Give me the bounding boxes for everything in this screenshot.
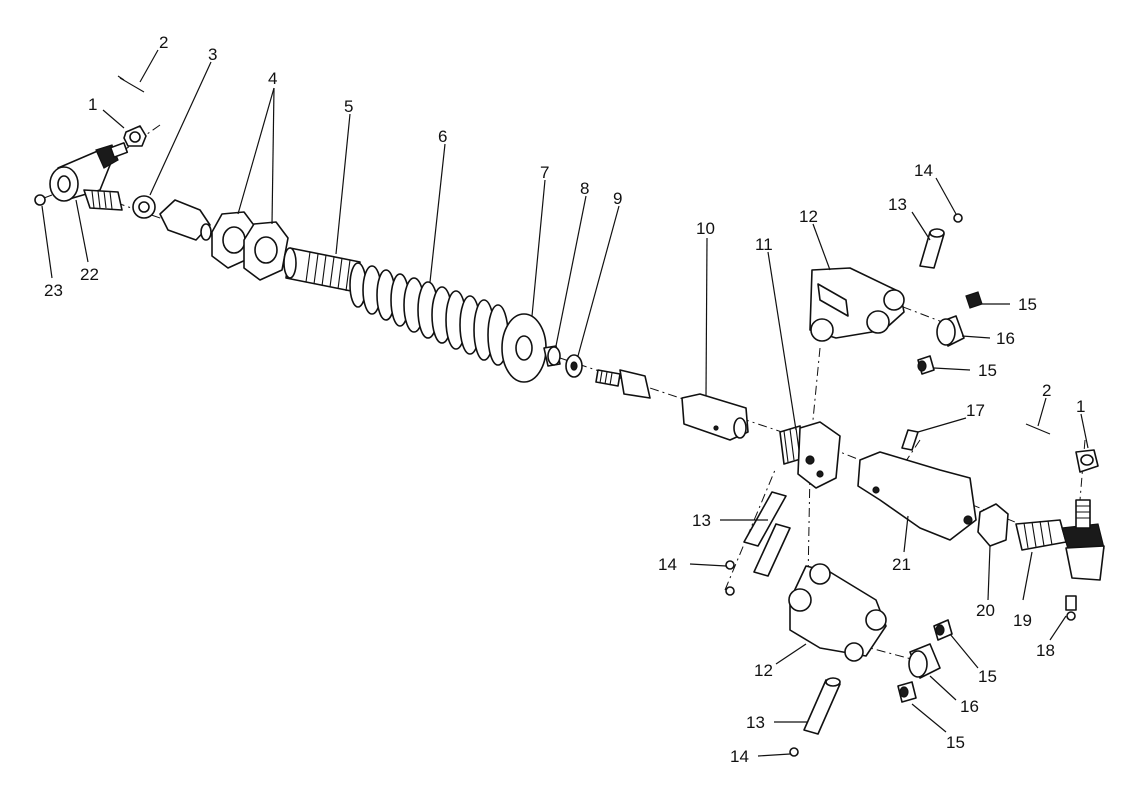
castle-nut-left bbox=[123, 125, 147, 147]
cotter-pin-right bbox=[1025, 423, 1051, 435]
callout-2-left: 2 bbox=[159, 33, 168, 52]
callout-9: 9 bbox=[613, 189, 622, 208]
callout-20: 20 bbox=[976, 601, 995, 620]
callout-13-left: 13 bbox=[692, 511, 711, 530]
small-washer bbox=[565, 354, 583, 378]
callout-16-lower: 16 bbox=[960, 697, 979, 716]
cotter-pin-left bbox=[117, 75, 145, 93]
castle-nut-right bbox=[1075, 449, 1099, 473]
callout-16-upper: 16 bbox=[996, 329, 1015, 348]
callout-7: 7 bbox=[540, 163, 549, 182]
callout-14-left: 14 bbox=[658, 555, 677, 574]
lower-bracket bbox=[788, 563, 887, 662]
adapter-sleeve bbox=[159, 199, 212, 241]
callout-8: 8 bbox=[580, 179, 589, 198]
upper-pin bbox=[919, 228, 945, 269]
stud-adapter bbox=[595, 369, 651, 399]
lower-bushing-small-bottom bbox=[897, 681, 917, 703]
upper-bushing-small-bottom bbox=[917, 355, 935, 375]
callout-4: 4 bbox=[268, 69, 277, 88]
upper-bushing-small-top bbox=[965, 291, 983, 309]
right-jam-nut bbox=[977, 503, 1009, 547]
callout-15-lower-top: 15 bbox=[978, 667, 997, 686]
callout-13-lower: 13 bbox=[746, 713, 765, 732]
lower-left-e-clips bbox=[725, 560, 735, 596]
callout-5: 5 bbox=[344, 97, 353, 116]
tie-rod-connector bbox=[857, 451, 977, 541]
callout-15-upper-bottom: 15 bbox=[978, 361, 997, 380]
inner-shaft bbox=[681, 393, 749, 441]
callout-15-upper-top: 15 bbox=[1018, 295, 1037, 314]
coil-spring bbox=[349, 262, 509, 366]
roll-pin bbox=[901, 429, 919, 451]
callout-13-upper: 13 bbox=[888, 195, 907, 214]
threaded-rod bbox=[283, 247, 361, 293]
callout-6: 6 bbox=[438, 127, 447, 146]
lower-bushing-small-top bbox=[933, 619, 953, 641]
callout-10: 10 bbox=[696, 219, 715, 238]
left-tie-rod-end bbox=[49, 142, 129, 211]
callout-19: 19 bbox=[1013, 611, 1032, 630]
right-tie-rod-end bbox=[1015, 499, 1105, 581]
pivot-block bbox=[779, 421, 841, 489]
grease-fitting-right bbox=[1065, 595, 1077, 621]
lower-bushing-large bbox=[908, 643, 941, 679]
callout-14-upper: 14 bbox=[914, 161, 933, 180]
callout-11: 11 bbox=[755, 235, 773, 254]
hex-nuts bbox=[211, 211, 289, 281]
callout-labels: 1 2 3 4 5 6 7 8 9 10 11 12 13 14 15 16 1… bbox=[44, 33, 1085, 766]
callout-15-lower-bottom: 15 bbox=[946, 733, 965, 752]
bushing bbox=[543, 345, 561, 367]
callout-22: 22 bbox=[80, 265, 99, 284]
callout-1-left: 1 bbox=[88, 95, 97, 114]
lower-e-clip bbox=[789, 747, 799, 757]
lower-pin bbox=[803, 677, 841, 735]
callout-12-upper: 12 bbox=[799, 207, 818, 226]
lower-left-pins bbox=[743, 491, 791, 577]
assembly-axis-lines bbox=[79, 124, 1086, 661]
large-washer bbox=[501, 313, 547, 383]
callout-14-lower: 14 bbox=[730, 747, 749, 766]
callout-23: 23 bbox=[44, 281, 63, 300]
callout-17: 17 bbox=[966, 401, 985, 420]
callout-2-right: 2 bbox=[1042, 381, 1051, 400]
callout-21: 21 bbox=[892, 555, 911, 574]
callout-3: 3 bbox=[208, 45, 217, 64]
upper-e-clip bbox=[953, 213, 963, 223]
callout-12-lower: 12 bbox=[754, 661, 773, 680]
upper-bracket bbox=[809, 267, 905, 342]
jam-nut bbox=[132, 195, 156, 219]
upper-bushing-large bbox=[936, 315, 965, 347]
grease-fitting-left bbox=[34, 194, 53, 206]
callout-18: 18 bbox=[1036, 641, 1055, 660]
leader-lines bbox=[41, 49, 1089, 757]
callout-1-right: 1 bbox=[1076, 397, 1085, 416]
